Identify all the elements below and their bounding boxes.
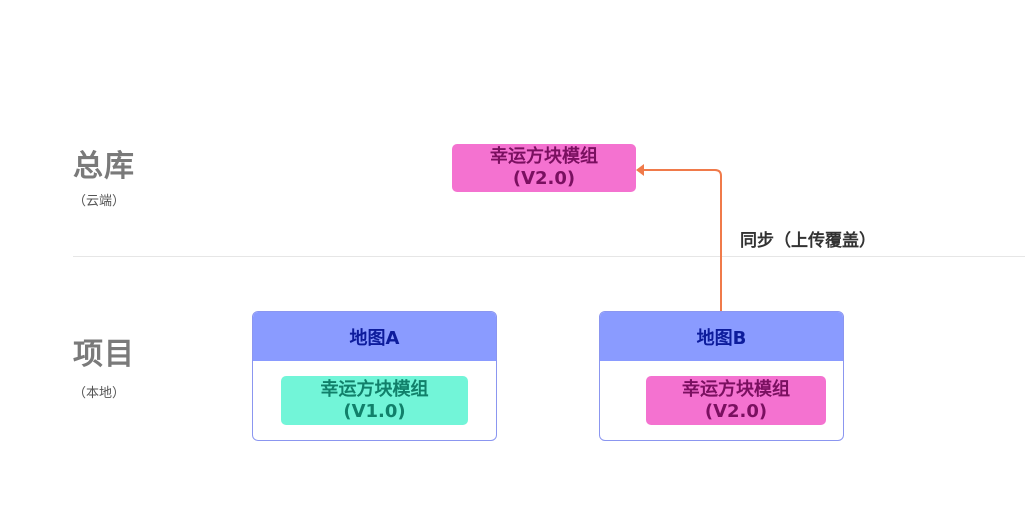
cloud-section-title: 总库	[73, 149, 135, 184]
map-a-module-name: 幸运方块模组	[320, 378, 429, 400]
map-b-header: 地图B	[600, 312, 843, 361]
local-section-title: 项目	[73, 337, 135, 372]
local-section-subtitle: （本地）	[73, 386, 126, 401]
sync-label: 同步（上传覆盖）	[740, 231, 876, 251]
map-a-module-box: 幸运方块模组 (V1.0)	[281, 376, 468, 425]
map-a-module-version: (V1.0)	[343, 400, 406, 422]
map-card-b: 地图B 幸运方块模组 (V2.0)	[599, 311, 844, 441]
map-b-module-name: 幸运方块模组	[682, 378, 790, 400]
map-card-a: 地图A 幸运方块模组 (V1.0)	[252, 311, 497, 441]
map-a-header: 地图A	[253, 312, 496, 361]
map-b-module-version: (V2.0)	[704, 400, 768, 422]
cloud-section-subtitle: （云端）	[73, 194, 126, 209]
map-b-module-box: 幸运方块模组 (V2.0)	[646, 376, 826, 425]
sync-arrow-line	[642, 169, 722, 311]
arrowhead-left-icon	[636, 164, 644, 176]
cloud-module-box: 幸运方块模组 (V2.0)	[452, 144, 636, 192]
section-divider	[73, 256, 1025, 257]
cloud-module-name: 幸运方块模组	[490, 146, 598, 167]
cloud-module-version: (V2.0)	[512, 168, 576, 189]
